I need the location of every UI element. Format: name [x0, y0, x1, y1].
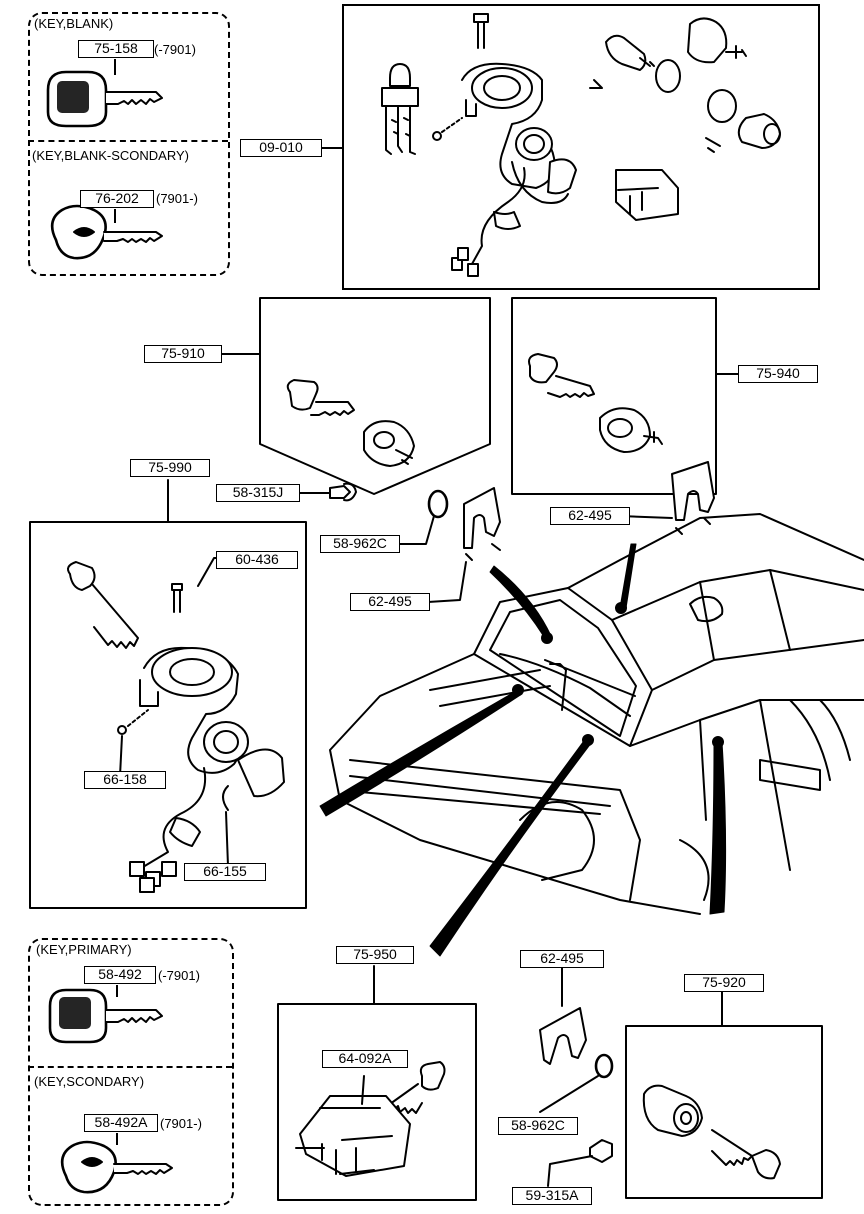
- glove-box-lock-set-label: 75-950: [336, 946, 414, 964]
- pickup-truck-illustration: [329, 513, 864, 915]
- ring-lower-label: 58-962C: [498, 1117, 578, 1135]
- tailgate-lock-set-label: 75-920: [684, 974, 764, 992]
- door-lock-set-right-illustration: [528, 353, 663, 453]
- ring-lower-icon: [594, 1053, 614, 1079]
- key-primary-group: [28, 938, 234, 1206]
- glove-box-lock-label: 64-092A: [322, 1050, 408, 1068]
- clip-lower-label: 62-495: [520, 950, 604, 968]
- screw-lower-label: 59-315A: [512, 1187, 592, 1205]
- key-blank-secondary-part-label: 76-202: [80, 190, 154, 208]
- key-secondary-part-label: 58-492A: [84, 1114, 158, 1132]
- key-secondary-icon: [60, 1140, 173, 1194]
- key-primary-leader: [116, 985, 118, 997]
- steering-lock-illustration: [67, 557, 285, 893]
- key-blank-part-label: 75-158: [78, 40, 154, 58]
- clip-upper-left-icon: [463, 487, 501, 561]
- key-blank-title: (KEY,BLANK): [34, 16, 114, 31]
- steering-lock-label: 75-990: [130, 459, 210, 477]
- clip-lower-icon: [539, 1007, 587, 1065]
- screw-upper-icon: [329, 482, 357, 502]
- key-primary-part-label: 58-492: [84, 966, 156, 984]
- tailgate-lock-illustration: [642, 1084, 781, 1180]
- harness-label: 66-155: [184, 863, 266, 881]
- screw-upper-label: 58-315J: [216, 484, 300, 502]
- clip-upper-left-label: 62-495: [350, 593, 430, 611]
- key-blank-primary-icon: [46, 70, 163, 128]
- steering-lock-set-illustration: [381, 13, 781, 277]
- steering-lock-set-frame: [342, 4, 820, 290]
- clip-upper-right-icon: [671, 461, 715, 535]
- glove-box-lock-illustration: [295, 1061, 446, 1177]
- key-blank-suffix: (-7901): [154, 42, 196, 57]
- key-primary-suffix: (-7901): [158, 968, 200, 983]
- key-secondary-leader: [116, 1133, 118, 1145]
- key-blank-secondary-icon: [50, 204, 163, 260]
- door-lock-set-left-label: 75-910: [144, 345, 222, 363]
- ring-upper-label: 58-962C: [320, 535, 400, 553]
- key-blank-secondary-suffix: (7901-): [156, 191, 198, 206]
- door-lock-set-right-label: 75-940: [738, 365, 818, 383]
- bolt-label: 60-436: [216, 551, 298, 569]
- clip-upper-right-label: 62-495: [550, 507, 630, 525]
- screw-lower-icon: [589, 1139, 613, 1163]
- key-blank-divider: [28, 140, 228, 142]
- key-blank-group: [28, 12, 230, 276]
- key-blank-secondary-leader: [114, 209, 116, 223]
- door-lock-set-left-illustration: [286, 379, 415, 467]
- washer-label: 66-158: [84, 771, 166, 789]
- key-primary-title: (KEY,PRIMARY): [36, 942, 132, 957]
- key-secondary-suffix: (7901-): [160, 1116, 202, 1131]
- steering-lock-set-label: 09-010: [240, 139, 322, 157]
- ring-upper-icon: [427, 489, 449, 519]
- key-secondary-title: (KEY,SCONDARY): [34, 1074, 145, 1089]
- key-primary-divider: [28, 1066, 232, 1068]
- key-blank-secondary-title: (KEY,BLANK-SCONDARY): [32, 148, 190, 163]
- key-primary-icon: [48, 988, 163, 1044]
- key-blank-leader: [114, 59, 116, 75]
